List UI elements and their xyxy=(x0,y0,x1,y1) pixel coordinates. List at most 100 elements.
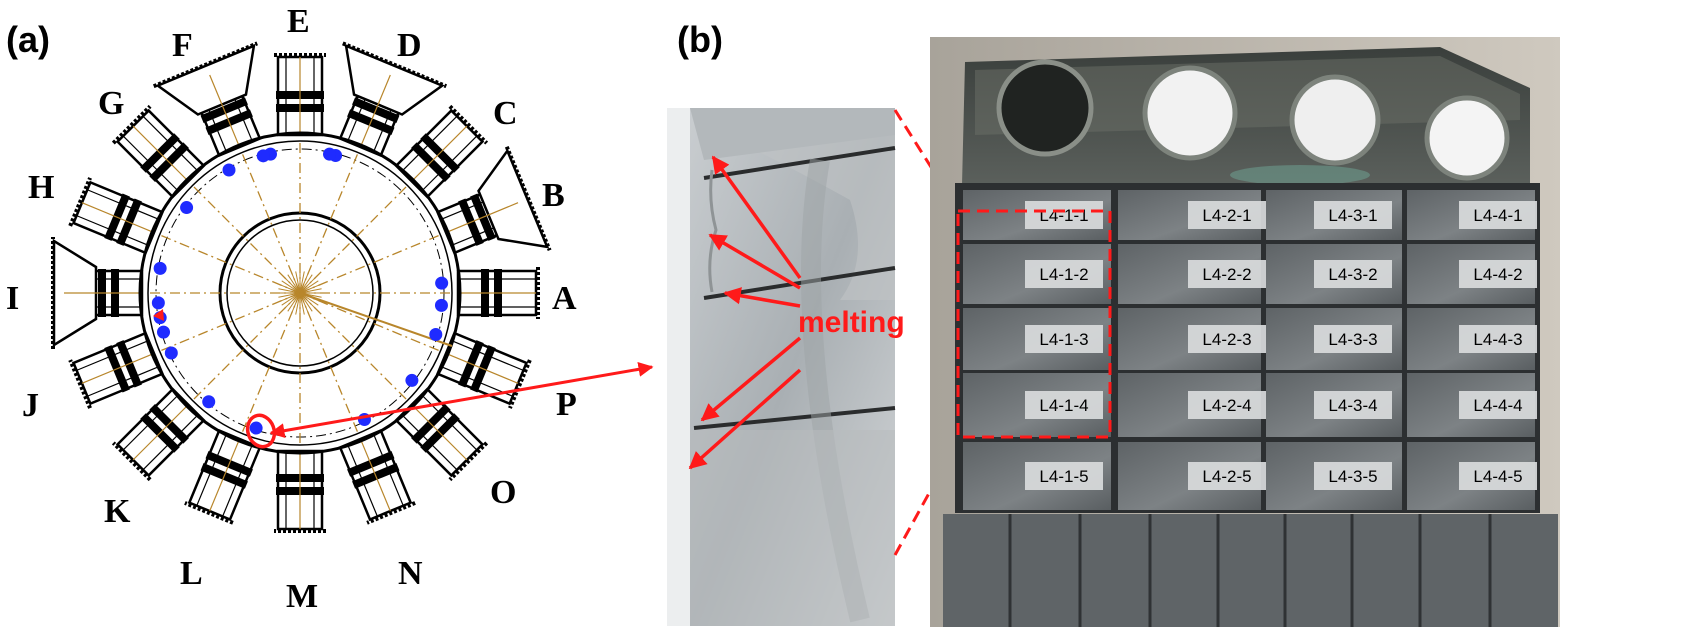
port-assembly xyxy=(184,428,262,525)
probe-dot xyxy=(153,261,167,275)
tile-label-bg xyxy=(1188,462,1266,490)
probe-dot xyxy=(164,346,178,360)
starburst-ray xyxy=(299,292,309,314)
starburst-ray xyxy=(299,288,322,294)
starburst-ray xyxy=(299,292,305,315)
tile-label-bg xyxy=(1459,201,1537,229)
starburst-ray xyxy=(299,274,313,294)
tile-label-bg xyxy=(1314,260,1392,288)
port-assembly xyxy=(338,428,416,525)
tile-label-bg xyxy=(1188,391,1266,419)
starburst-ray xyxy=(287,274,301,294)
port-assembly xyxy=(274,53,326,137)
tile-label-bg xyxy=(1459,260,1537,288)
probe-dots xyxy=(151,147,449,435)
tile-label: L4-1-4 xyxy=(1039,396,1088,415)
vessel-outer-ring xyxy=(138,131,462,455)
tile-label-bg xyxy=(1459,325,1537,353)
port-label-b: B xyxy=(542,177,565,214)
port-label-e: E xyxy=(287,3,310,40)
radial-axis xyxy=(241,154,301,294)
melting-closeup-photo: melting xyxy=(667,108,905,626)
probe-dot xyxy=(157,325,171,339)
starburst-ray xyxy=(299,292,313,312)
tile-label-bg xyxy=(1025,391,1103,419)
tile-label: L4-3-2 xyxy=(1328,265,1377,284)
starburst-ray xyxy=(299,272,309,294)
port-assembly xyxy=(68,177,165,255)
starburst-ray xyxy=(284,292,301,309)
starburst-ray xyxy=(295,292,301,315)
tile-label-bg xyxy=(1188,325,1266,353)
tile-label: L4-3-3 xyxy=(1328,330,1377,349)
tile-label-bg xyxy=(1025,325,1103,353)
tile-label-bg xyxy=(1188,201,1266,229)
tile-label: L4-2-4 xyxy=(1202,396,1251,415)
port-labels: A B C D E F G H I J K L M N O P xyxy=(6,3,577,615)
port-assembly xyxy=(51,237,144,349)
probe-dot xyxy=(323,147,337,161)
tile-label: L4-3-4 xyxy=(1328,396,1377,415)
port-assembly xyxy=(435,145,552,255)
tile-label-bg xyxy=(1025,260,1103,288)
tile-label: L4-2-2 xyxy=(1202,265,1251,284)
port-label-d: D xyxy=(397,27,422,64)
starburst-ray xyxy=(279,292,301,302)
tile-label: L4-2-3 xyxy=(1202,330,1251,349)
tile-label: L4-3-5 xyxy=(1328,467,1377,486)
tile-label-bg xyxy=(1025,201,1103,229)
port-label-g: G xyxy=(98,85,124,122)
tile-label-bg xyxy=(1459,391,1537,419)
probe-dot xyxy=(435,276,449,290)
tile-label-bg xyxy=(1314,462,1392,490)
reference-line xyxy=(299,292,453,347)
tile-label: L4-4-3 xyxy=(1473,330,1522,349)
tile-label-bg xyxy=(1025,462,1103,490)
tile-label: L4-1-1 xyxy=(1039,206,1088,225)
port-label-l: L xyxy=(180,555,203,592)
starburst-ray xyxy=(278,288,301,294)
radial-axis xyxy=(299,234,439,294)
starburst-ray xyxy=(299,280,319,294)
port-assembly xyxy=(274,449,326,533)
port-label-n: N xyxy=(398,555,423,592)
tile-label: L4-1-2 xyxy=(1039,265,1088,284)
radial-axis xyxy=(299,154,359,294)
probe-dot xyxy=(405,373,419,387)
port-assembly xyxy=(456,267,540,319)
probe-dot xyxy=(434,298,448,312)
starburst-ray xyxy=(278,292,301,298)
port-label-o: O xyxy=(490,474,516,511)
probe-dot xyxy=(249,421,263,435)
tile-label-bg xyxy=(1314,325,1392,353)
starburst-ray xyxy=(284,277,301,294)
zoom-connector-bottom xyxy=(893,436,962,556)
port-label-f: F xyxy=(172,27,193,64)
starburst-ray xyxy=(291,292,301,314)
port-label-p: P xyxy=(556,386,577,423)
port-label-j: J xyxy=(22,387,39,424)
port-assembly xyxy=(394,104,489,199)
port-label-m: M xyxy=(286,578,318,615)
tile-label: L4-1-3 xyxy=(1039,330,1088,349)
port-label-c: C xyxy=(493,95,518,132)
probe-dot xyxy=(256,149,270,163)
connector-arrow xyxy=(269,361,654,439)
starburst-ray xyxy=(299,271,305,294)
starburst-ray xyxy=(295,271,301,294)
tile-label: L4-2-5 xyxy=(1202,467,1251,486)
tile-label: L4-4-4 xyxy=(1473,396,1522,415)
starburst-ray xyxy=(279,284,301,294)
radial-axis xyxy=(161,234,301,294)
vessel-inner-ring xyxy=(147,140,453,446)
tile-label-bg xyxy=(1314,201,1392,229)
tile-label: L4-4-5 xyxy=(1473,467,1522,486)
starburst-ray xyxy=(299,292,316,309)
tile-label: L4-3-1 xyxy=(1328,206,1377,225)
radial-axis xyxy=(193,186,301,294)
radial-axis xyxy=(193,292,301,400)
probe-dot xyxy=(151,296,165,310)
